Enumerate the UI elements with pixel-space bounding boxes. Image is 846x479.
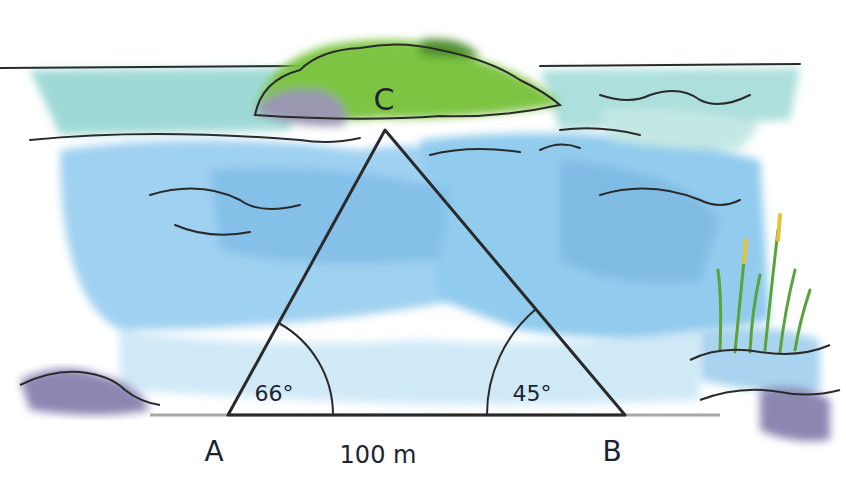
- vertex-label: B: [602, 438, 621, 466]
- vertex-label: C: [374, 85, 395, 115]
- dimension-label: 100 m: [340, 443, 417, 467]
- triangle: [228, 130, 625, 415]
- vertex-label: A: [204, 438, 223, 466]
- angle-label: 66°: [255, 383, 294, 405]
- angle-label: 45°: [513, 383, 552, 405]
